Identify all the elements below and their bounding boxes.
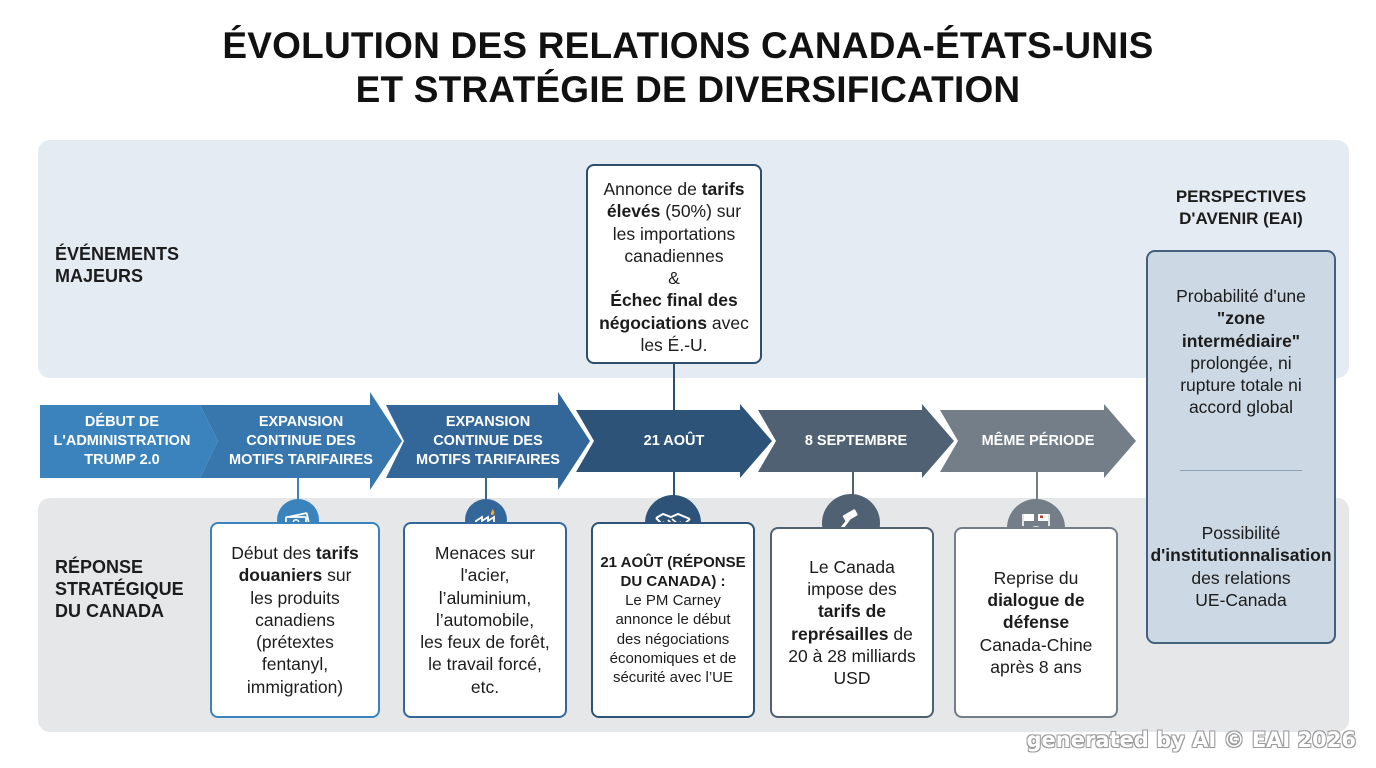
- timeline-label-6: MÊME PÉRIODE: [981, 432, 1095, 449]
- title-line-2: ET STRATÉGIE DE DIVERSIFICATION: [355, 69, 1021, 110]
- connector-r5: [1036, 468, 1038, 502]
- perspectives-divider: [1180, 470, 1302, 471]
- perspective-2: Possibilité d'institutionnalisation des …: [1150, 523, 1332, 610]
- event-card-august-21: Annonce de tarifs élevés (50%) sur les i…: [586, 164, 762, 364]
- timeline-label-5: 8 SEPTEMBRE: [804, 432, 908, 449]
- timeline-arrow-6: [940, 404, 1136, 478]
- response-card-1: Début des tarifs douaniers sur les produ…: [210, 522, 380, 718]
- response-row-label: RÉPONSE STRATÉGIQUE DU CANADA: [55, 557, 184, 621]
- response-card-2: Menaces sur l'acier, l’aluminium, l’auto…: [403, 522, 567, 718]
- events-row-label: ÉVÉNEMENTS MAJEURS: [55, 244, 180, 286]
- perspective-1: Probabilité d'une "zone intermédiaire" p…: [1176, 286, 1306, 418]
- timeline-arrow-3: [386, 392, 590, 490]
- page-title: ÉVOLUTION DES RELATIONS CANADA-ÉTATS-UNI…: [0, 24, 1376, 112]
- perspectives-heading: PERSPECTIVES D'AVENIR (EAI): [1175, 187, 1307, 228]
- timeline-arrow-4: [576, 404, 772, 478]
- response-card-3: 21 AOÛT (RÉPONSE DU CANADA) : Le PM Carn…: [591, 522, 755, 718]
- connector-r4: [852, 468, 854, 502]
- watermark: generated by AI © EAI 2026: [1026, 728, 1356, 752]
- event-connector: [673, 362, 675, 412]
- perspectives-panel: Probabilité d'une "zone intermédiaire" p…: [1146, 250, 1336, 644]
- timeline-arrow-5: [758, 404, 954, 478]
- connector-r2: [485, 478, 487, 502]
- timeline-label-4: 21 AOÛT: [643, 432, 705, 449]
- connector-r3: [673, 470, 675, 502]
- connector-r1: [297, 478, 299, 502]
- response-card-4: Le Canada impose des tarifs de représail…: [770, 527, 934, 718]
- timeline-arrow-2: [200, 392, 402, 490]
- timeline-arrow-1: [40, 405, 218, 478]
- response-card-5: Reprise du dialogue de défense Canada-Ch…: [954, 527, 1118, 718]
- title-line-1: ÉVOLUTION DES RELATIONS CANADA-ÉTATS-UNI…: [222, 25, 1154, 66]
